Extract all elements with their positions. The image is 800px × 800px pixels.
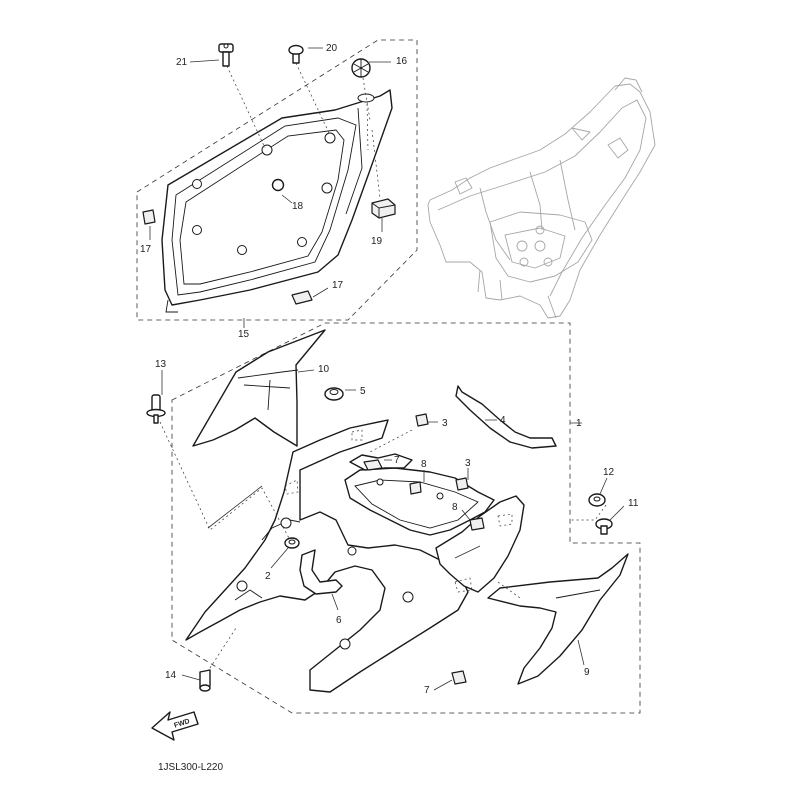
part-17b-clip[interactable] [291, 290, 313, 305]
forward-arrow-icon: FWD [151, 711, 199, 741]
callout-20[interactable]: 20 [326, 43, 338, 54]
callout-3a[interactable]: 3 [442, 418, 448, 429]
callout-16[interactable]: 16 [396, 56, 408, 67]
part-3a-clip[interactable] [415, 413, 429, 427]
callout-6[interactable]: 6 [336, 615, 342, 626]
part-12-washer[interactable] [588, 493, 606, 507]
callout-12[interactable]: 12 [603, 467, 615, 478]
callout-15[interactable]: 15 [238, 329, 250, 340]
diagram-code: 1JSL300-L220 [158, 762, 223, 773]
part-10-side-cover[interactable] [192, 329, 326, 447]
callout-9[interactable]: 9 [584, 667, 590, 678]
rear-frame-reference [427, 77, 656, 319]
part-18-damper[interactable] [271, 178, 285, 192]
part-3b-clip[interactable] [455, 477, 469, 491]
callout-2[interactable]: 2 [265, 571, 271, 582]
callout-7b[interactable]: 7 [424, 685, 430, 696]
part-7a-pad[interactable] [363, 459, 383, 471]
callout-11[interactable]: 11 [628, 498, 639, 509]
fwd-label: FWD [173, 718, 190, 730]
assembly-1-outline [171, 322, 641, 714]
part-6-pipe[interactable] [299, 549, 343, 595]
callout-3b[interactable]: 3 [465, 458, 471, 469]
callout-21[interactable]: 21 [176, 57, 188, 68]
callout-14[interactable]: 14 [165, 670, 177, 681]
callout-17b[interactable]: 17 [332, 280, 344, 291]
callout-19[interactable]: 19 [371, 236, 383, 247]
part-16-grommet[interactable] [351, 58, 371, 78]
callout-4[interactable]: 4 [500, 415, 506, 426]
callout-7a[interactable]: 7 [394, 455, 400, 466]
part-4-trim-strip[interactable] [455, 385, 557, 449]
part-13-rivet[interactable] [146, 394, 166, 424]
callout-8b[interactable]: 8 [452, 502, 458, 513]
part-21-bolt[interactable] [218, 43, 234, 67]
main-side-cover-body[interactable] [185, 419, 469, 693]
part-11-bolt[interactable] [595, 518, 613, 535]
callout-1[interactable]: 1 [576, 418, 582, 429]
part-8b-pad[interactable] [469, 517, 485, 531]
part-8a-pad[interactable] [409, 481, 422, 495]
callout-5[interactable]: 5 [360, 386, 366, 397]
callout-18[interactable]: 18 [292, 201, 304, 212]
callout-17a[interactable]: 17 [140, 244, 152, 255]
part-19-pad[interactable] [371, 198, 396, 219]
part-17a-clip[interactable] [142, 209, 156, 225]
part-7b-pad[interactable] [451, 670, 467, 685]
assembly-15-outline [136, 39, 418, 321]
callout-13[interactable]: 13 [155, 359, 167, 370]
callout-8a[interactable]: 8 [421, 459, 427, 470]
part-2-grommet[interactable] [284, 537, 300, 549]
part-14-rivet[interactable] [199, 669, 211, 692]
part-20-screw[interactable] [288, 44, 304, 64]
part-15-seat-cowl[interactable] [161, 89, 393, 313]
right-wing-panel[interactable] [435, 495, 525, 593]
part-9-rear-cover[interactable] [487, 553, 629, 685]
callout-10[interactable]: 10 [318, 364, 330, 375]
part-5-grommet[interactable] [324, 387, 344, 401]
